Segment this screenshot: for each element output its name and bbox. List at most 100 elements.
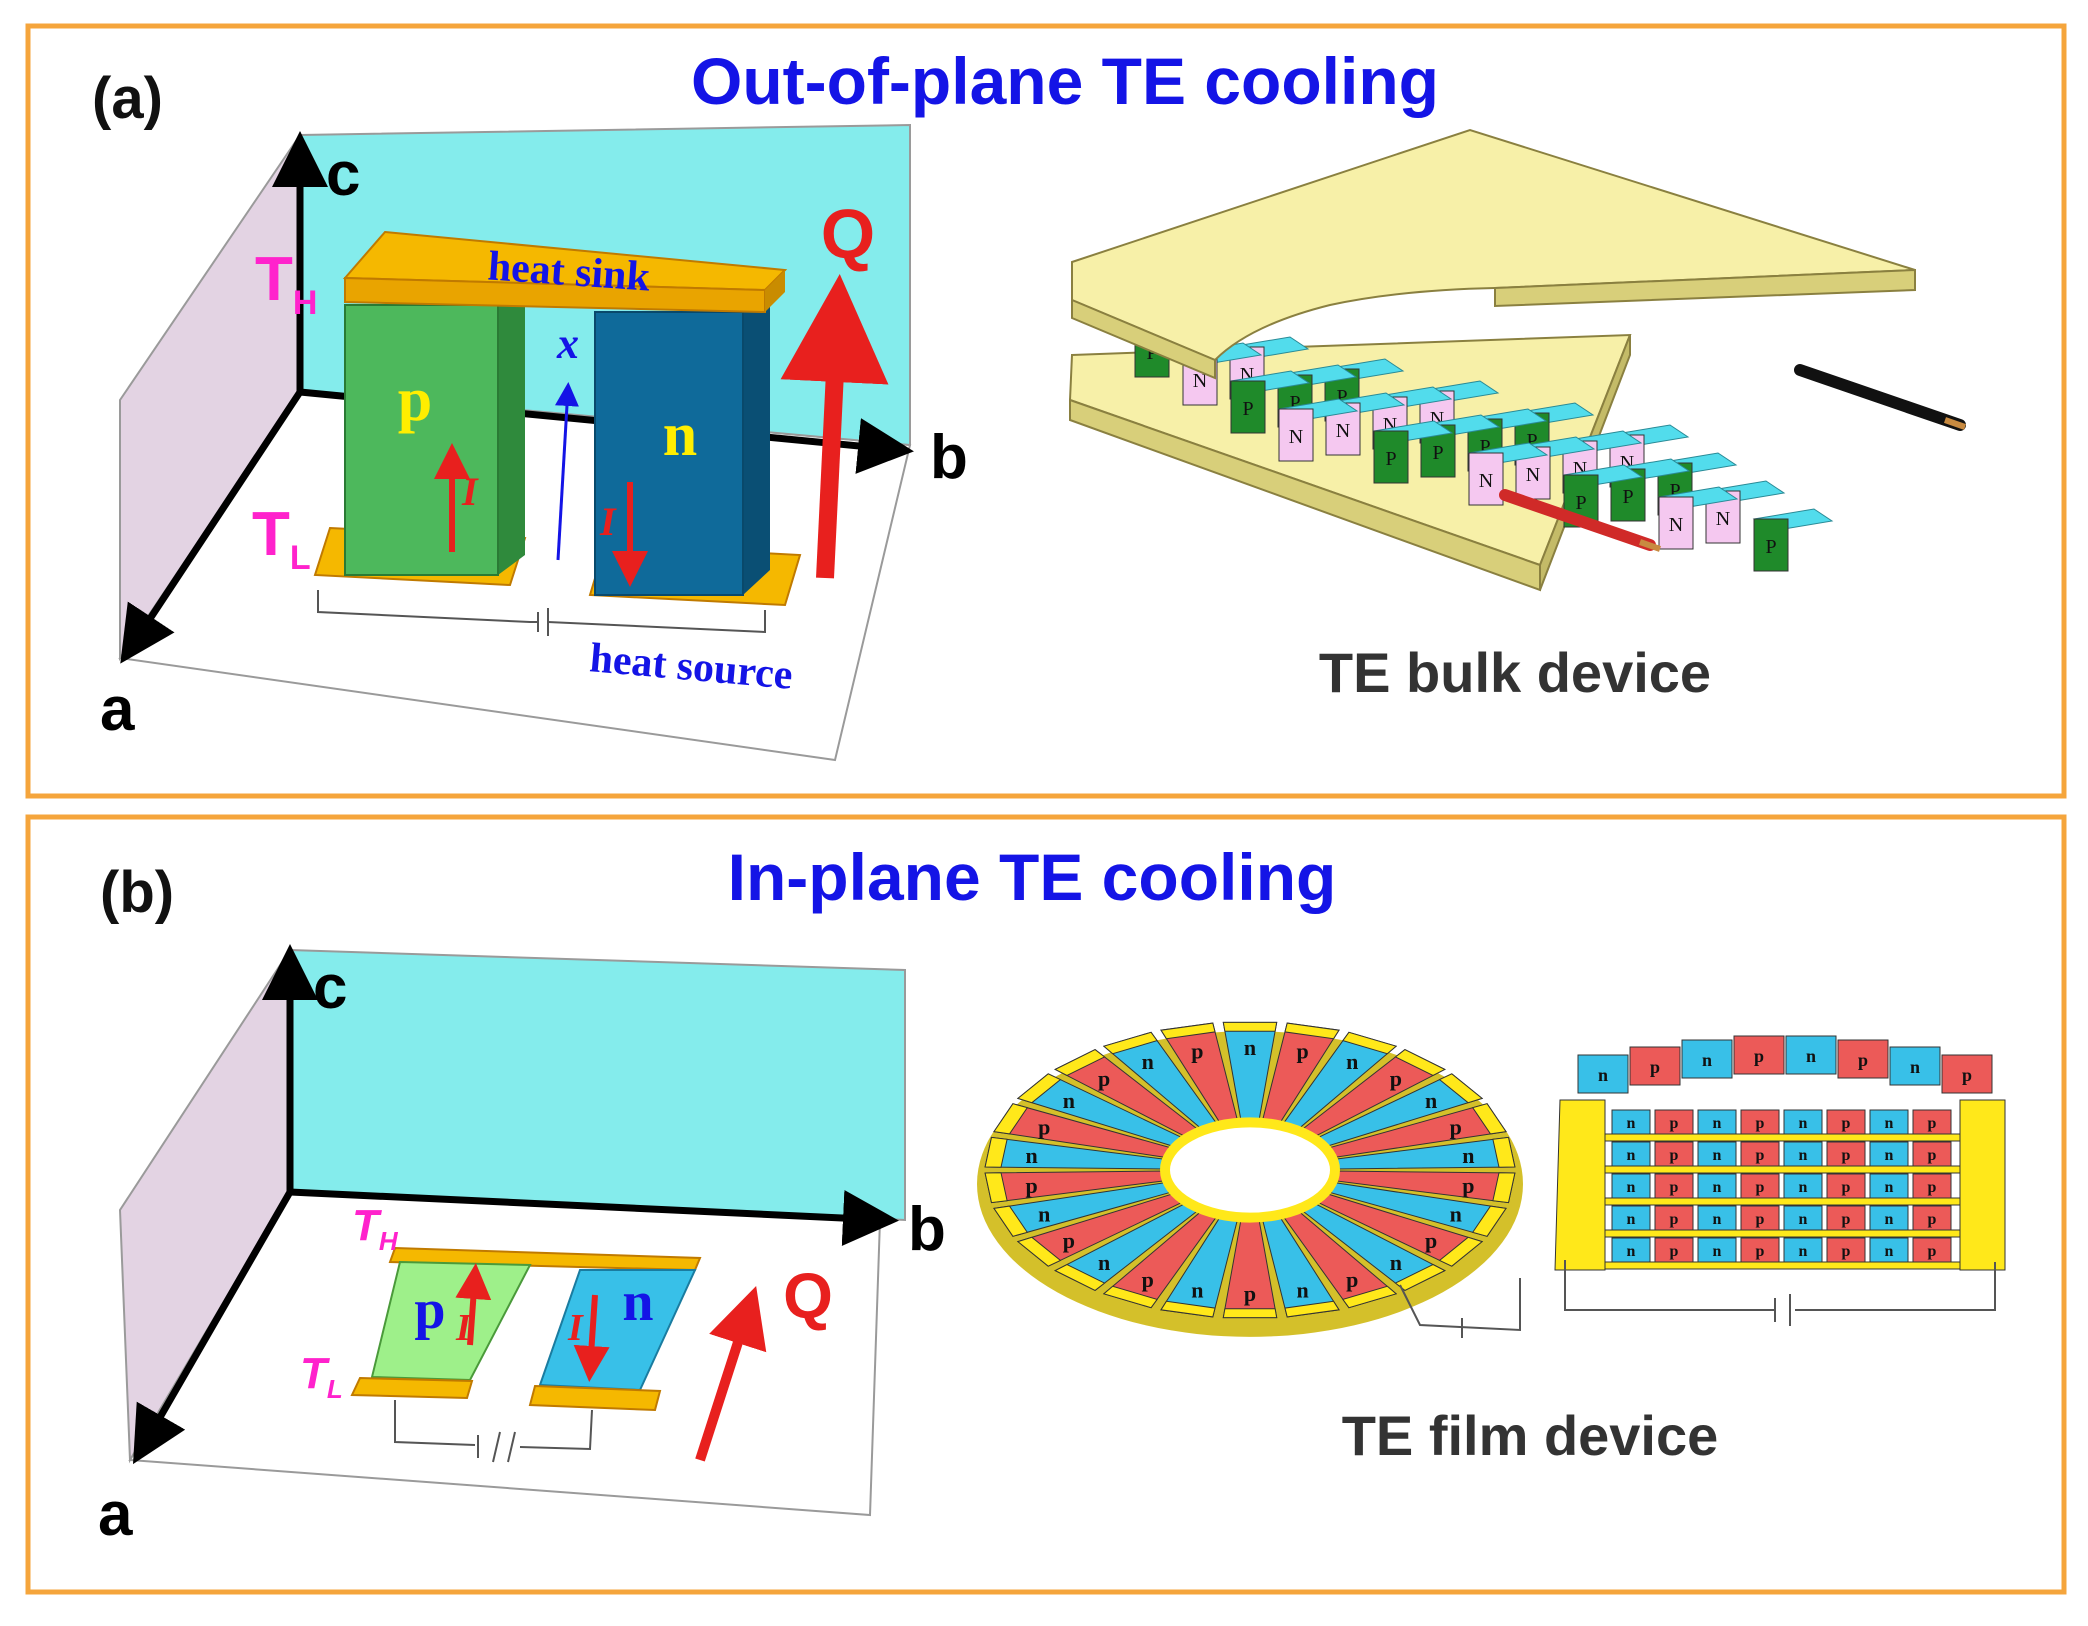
film-n-label: n: [622, 1271, 653, 1333]
ring-outer-electrode: [1222, 1021, 1278, 1032]
ring-p-label: p: [1244, 1281, 1256, 1306]
back-wall-b: [289, 948, 906, 1222]
grid-p-label: p: [1928, 1211, 1937, 1228]
grid-p-cell: [1654, 1205, 1694, 1231]
grid-n-label: n: [1885, 1211, 1894, 1228]
grid-p-cell: [1826, 1141, 1866, 1167]
ring-p-label: p: [1025, 1173, 1037, 1198]
module-n-label: N: [1336, 420, 1350, 442]
module-n-label: N: [1193, 370, 1207, 392]
grid-n-cell: [1869, 1173, 1909, 1199]
n-leg-label: n: [663, 401, 697, 469]
panel-b-frame: [25, 814, 2067, 1595]
grid-n-cell: [1697, 1173, 1737, 1199]
grid-n-cell: [1697, 1141, 1737, 1167]
grid-p-label: p: [1928, 1115, 1937, 1132]
out-of-plane-schematic: c b a p n heat sink I I: [100, 123, 968, 762]
module-p-leg: [1373, 430, 1409, 484]
grid-arch-p-label: p: [1858, 1050, 1868, 1070]
grid-n-label: n: [1713, 1179, 1722, 1196]
grid-n-cell: [1697, 1109, 1737, 1135]
grid-arch-p-cell: [1837, 1039, 1889, 1079]
ring-outer-electrode: [1016, 1073, 1062, 1104]
module-p-leg: [1230, 380, 1266, 434]
grid-n-cell: [1783, 1141, 1823, 1167]
grid-n-label: n: [1713, 1147, 1722, 1164]
module-p-label: P: [1385, 448, 1396, 470]
ring-outer-electrode: [984, 1172, 1008, 1204]
film-battery-symbol-2: [492, 1431, 501, 1463]
grid-p-cell: [1654, 1237, 1694, 1263]
grid-arch-p-cell: [1629, 1046, 1681, 1086]
film-temp-high-label: TH: [352, 1201, 399, 1256]
ring-outer-electrode: [1394, 1049, 1446, 1077]
film-bottom-electrode-p: [350, 1376, 474, 1400]
grid-arch-n-label: n: [1702, 1050, 1712, 1070]
ring-p-label: p: [1425, 1228, 1437, 1253]
grid-p-label: p: [1756, 1179, 1765, 1196]
grid-n-cell: [1783, 1237, 1823, 1263]
ring-outer-electrode: [1284, 1300, 1340, 1318]
grid-arch-n-label: n: [1598, 1065, 1608, 1085]
grid-left-rail: [1554, 1099, 1606, 1271]
ring-outer-electrode: [1016, 1236, 1062, 1267]
ring-outer-electrode: [1471, 1103, 1507, 1135]
ring-p-label: p: [1191, 1038, 1203, 1063]
ring-outer-electrode: [1284, 1022, 1340, 1040]
grid-p-label: p: [1928, 1243, 1937, 1260]
ring-outer-electrode: [1438, 1236, 1484, 1267]
panel-a-title: Out-of-plane TE cooling: [691, 44, 1439, 118]
grid-right-rail: [1959, 1099, 2006, 1271]
module-p-label: P: [1432, 442, 1443, 464]
ring-n-label: n: [1098, 1250, 1110, 1275]
film-temp-low-label: TL: [300, 1349, 343, 1404]
panel-a: (a) Out-of-plane TE cooling c b a p n: [25, 23, 2067, 799]
grid-n-cell: [1869, 1205, 1909, 1231]
ring-n-label: n: [1450, 1202, 1462, 1227]
ring-outer-electrode: [1471, 1205, 1507, 1237]
grid-p-cell: [1826, 1205, 1866, 1231]
grid-n-cell: [1869, 1237, 1909, 1263]
grid-p-label: p: [1928, 1179, 1937, 1196]
red-lead-tip: [1639, 539, 1661, 552]
axis-a-label: a: [100, 675, 135, 744]
ring-n-label: n: [1142, 1049, 1154, 1074]
film-current-arrow-n: [573, 1294, 610, 1382]
panel-a-frame: [25, 23, 2067, 799]
bulk-top-plate-edge: [1071, 298, 1216, 380]
ring-outer-electrode: [1492, 1136, 1516, 1168]
bulk-top-plate-edge-right: [1494, 268, 1916, 308]
film-heat-flow-label: Q: [783, 1260, 833, 1332]
ring-outer-electrode: [1102, 1285, 1158, 1309]
module-p-label: P: [1669, 480, 1680, 502]
ring-n-label: n: [1038, 1202, 1050, 1227]
grid-n-label: n: [1713, 1211, 1722, 1228]
grid-arch-p-cell: [1733, 1035, 1785, 1075]
module-p-label: P: [1336, 386, 1347, 408]
ring-outer-electrode: [1438, 1073, 1484, 1104]
grid-arch-n-cell: [1681, 1039, 1733, 1079]
film-bottom-electrode-n: [528, 1384, 662, 1412]
grid-p-cell: [1912, 1109, 1952, 1135]
grid-n-label: n: [1885, 1147, 1894, 1164]
grid-p-cell: [1654, 1109, 1694, 1135]
film-circuit-wire-right: [519, 1409, 593, 1451]
grid-arch-n-label: n: [1910, 1057, 1920, 1077]
grid-p-label: p: [1842, 1179, 1851, 1196]
grid-n-cell: [1611, 1141, 1651, 1167]
ring-outer-electrode: [1394, 1263, 1446, 1291]
grid-arch-n-cell: [1889, 1046, 1941, 1086]
grid-n-label: n: [1799, 1115, 1808, 1132]
temp-low-label: TL: [252, 500, 311, 577]
grid-n-cell: [1783, 1205, 1823, 1231]
grid-p-cell: [1912, 1173, 1952, 1199]
grid-p-cell: [1740, 1141, 1780, 1167]
ring-outer-electrode: [1102, 1031, 1158, 1055]
ring-outer-electrode: [1342, 1031, 1398, 1055]
ring-p-label: p: [1390, 1066, 1402, 1091]
axis-b-label-b: b: [908, 1195, 946, 1264]
module-p-leg: [1753, 518, 1789, 572]
grid-p-label: p: [1670, 1243, 1679, 1260]
grid-arch-p-cell: [1941, 1054, 1993, 1094]
